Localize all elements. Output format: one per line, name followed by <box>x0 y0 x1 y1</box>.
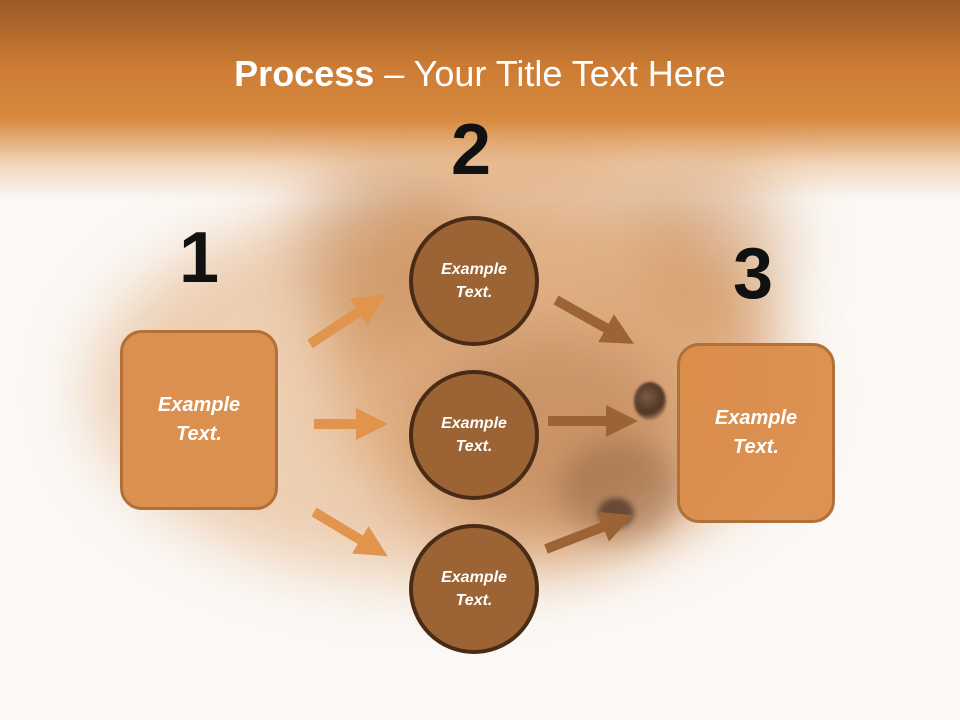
step-box-right: Example Text. <box>677 343 835 523</box>
slide-title: Process – Your Title Text Here <box>0 52 960 96</box>
arrow-circle-bottom-to-box3 <box>544 511 633 554</box>
circle-middle: Example Text. <box>409 370 539 500</box>
arrow-circle-top-to-box3 <box>553 295 634 344</box>
step-number-1: 1 <box>178 218 220 298</box>
title-bold: Process <box>234 53 375 94</box>
circle-top-text: Example Text. <box>441 261 507 301</box>
photo-eye <box>634 382 666 420</box>
arrow-box1-to-circle-bottom <box>311 507 388 557</box>
circle-top: Example Text. <box>409 216 539 346</box>
step-box-left: Example Text. <box>120 330 278 510</box>
step-box-right-text: Example Text. <box>714 407 798 458</box>
step-number-2: 2 <box>450 110 492 190</box>
circle-bottom: Example Text. <box>409 524 539 654</box>
step-box-left-text: Example Text. <box>157 394 241 445</box>
title-rest: – Your Title Text Here <box>374 53 726 94</box>
circle-bottom-text: Example Text. <box>441 569 507 609</box>
arrow-box1-to-circle-top <box>307 294 386 349</box>
circle-middle-text: Example Text. <box>441 415 507 455</box>
step-number-3: 3 <box>732 234 774 314</box>
header-band <box>0 0 960 200</box>
